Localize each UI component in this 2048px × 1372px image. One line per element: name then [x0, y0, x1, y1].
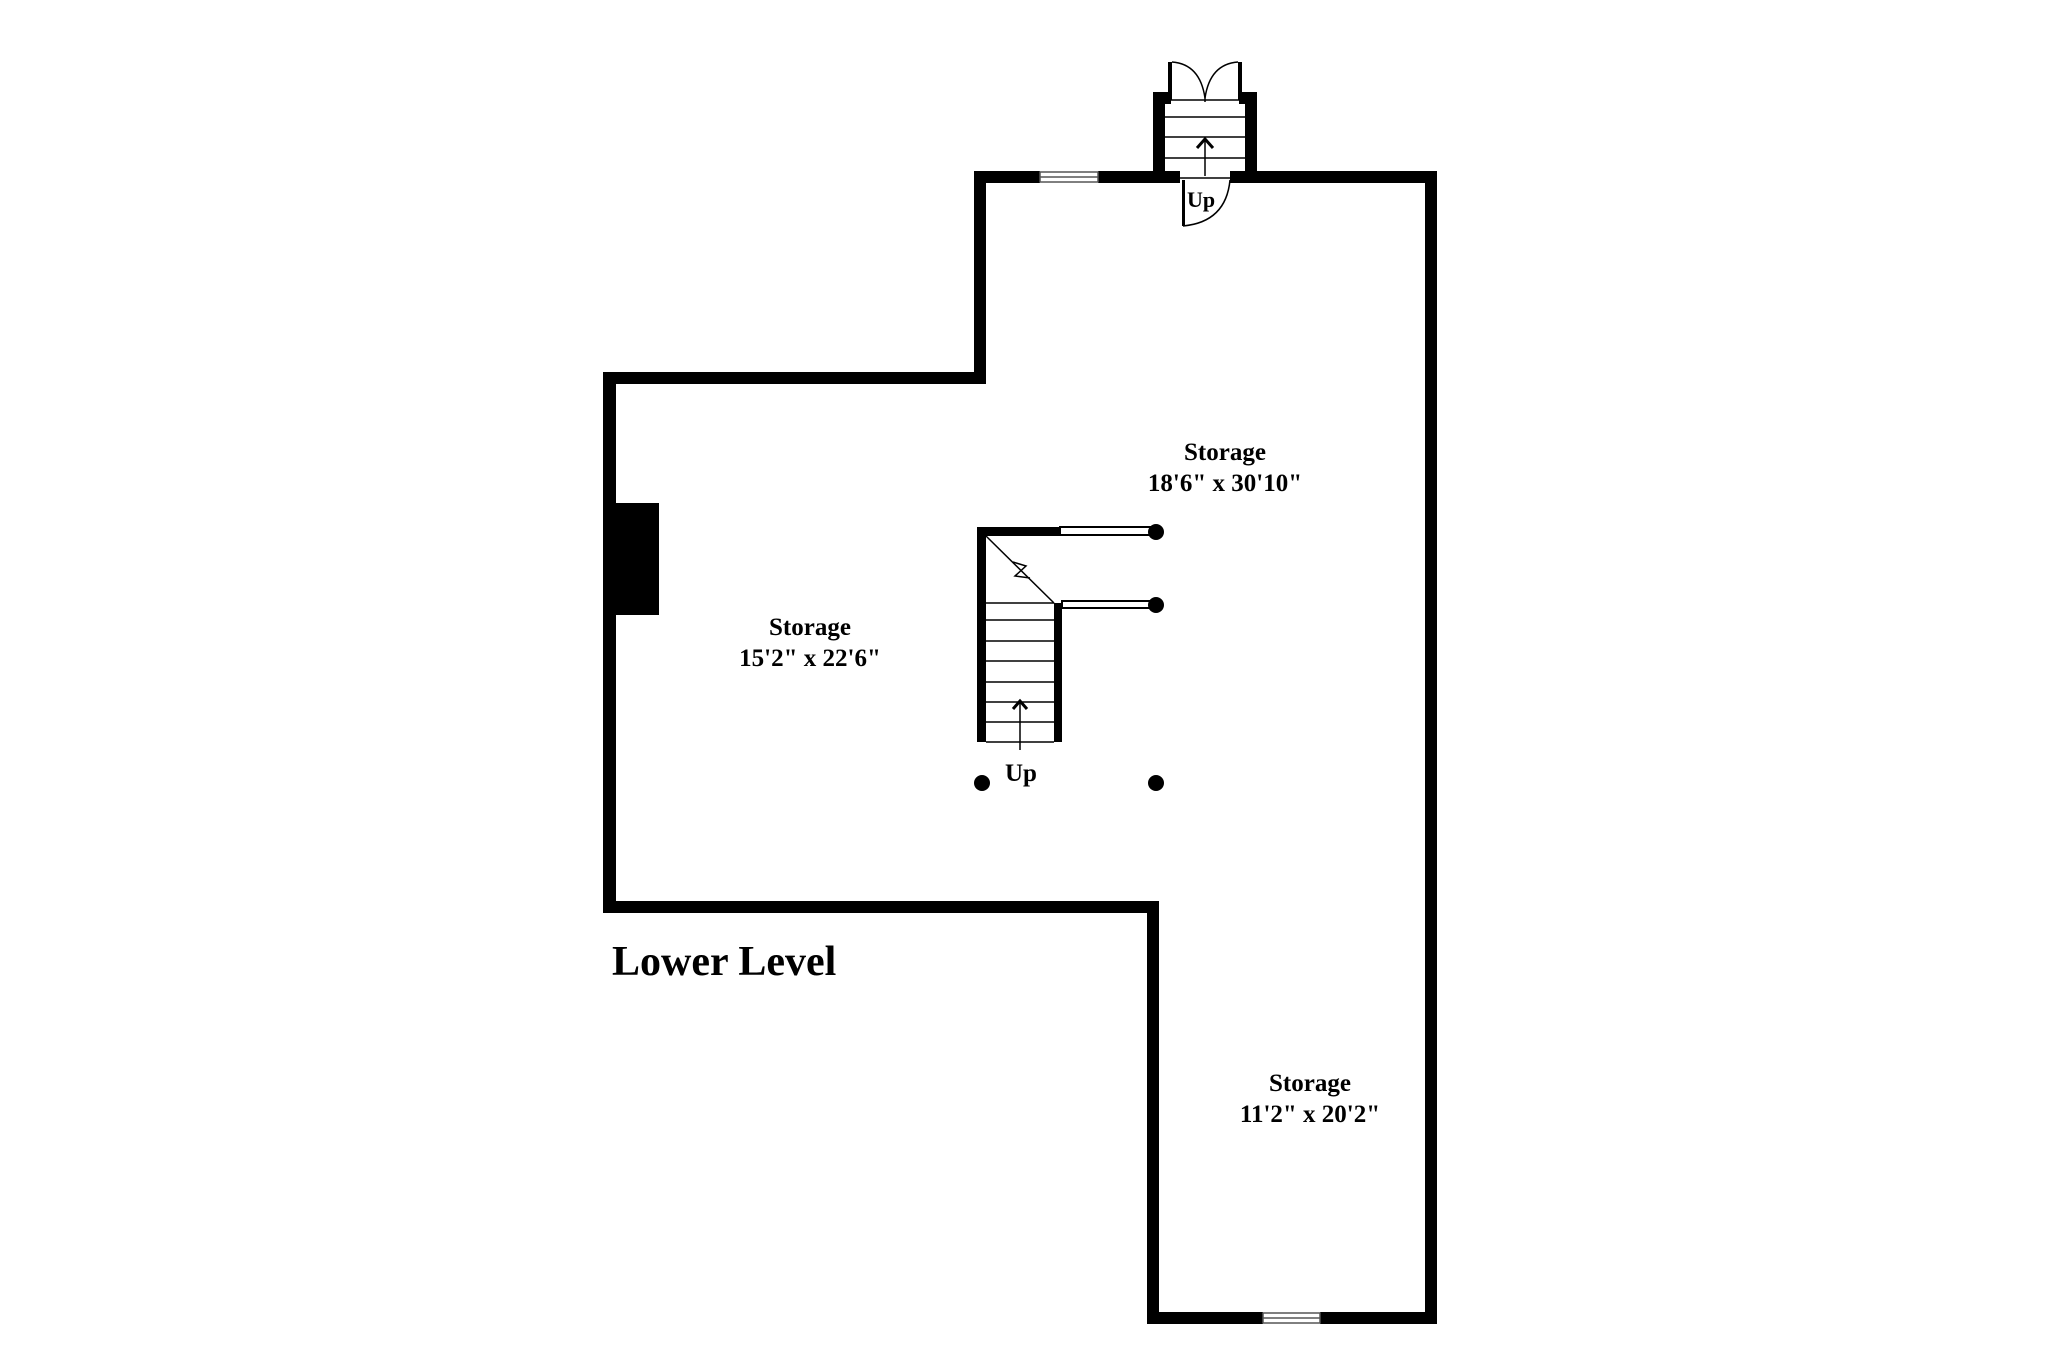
room-name: Storage [1184, 439, 1266, 466]
window-top [1039, 171, 1099, 183]
room-dimensions: 11'2" x 20'2" [1239, 1101, 1381, 1129]
entry-stair [1153, 61, 1257, 227]
railing-top [1059, 526, 1153, 536]
column-icon [1148, 597, 1164, 613]
level-title: Lower Level [612, 939, 837, 985]
room-name: Storage [1269, 1070, 1351, 1097]
railing-bottom [1061, 600, 1153, 609]
room-label-storage-center: Storage 18'6" x 30'10" [1105, 437, 1345, 500]
columns [974, 524, 1164, 791]
window-bottom [1262, 1312, 1321, 1324]
interior-stair [977, 526, 1153, 750]
column-icon [974, 775, 990, 791]
room-label-storage-lower: Storage 11'2" x 20'2" [1200, 1068, 1420, 1131]
fireplace-icon [603, 503, 659, 615]
interior-stair-up-label: Up [1005, 760, 1037, 787]
room-dimensions: 18'6" x 30'10" [1147, 470, 1303, 498]
entry-stair-up-label: Up [1187, 187, 1216, 212]
up-arrow-icon [1011, 698, 1029, 710]
exterior-walls [603, 171, 1437, 1324]
column-icon [1148, 775, 1164, 791]
room-label-storage-left: Storage 15'2" x 22'6" [710, 612, 910, 675]
up-arrow-icon [1195, 136, 1215, 149]
room-name: Storage [769, 614, 851, 641]
column-icon [1148, 524, 1164, 540]
room-dimensions: 15'2" x 22'6" [739, 645, 881, 673]
